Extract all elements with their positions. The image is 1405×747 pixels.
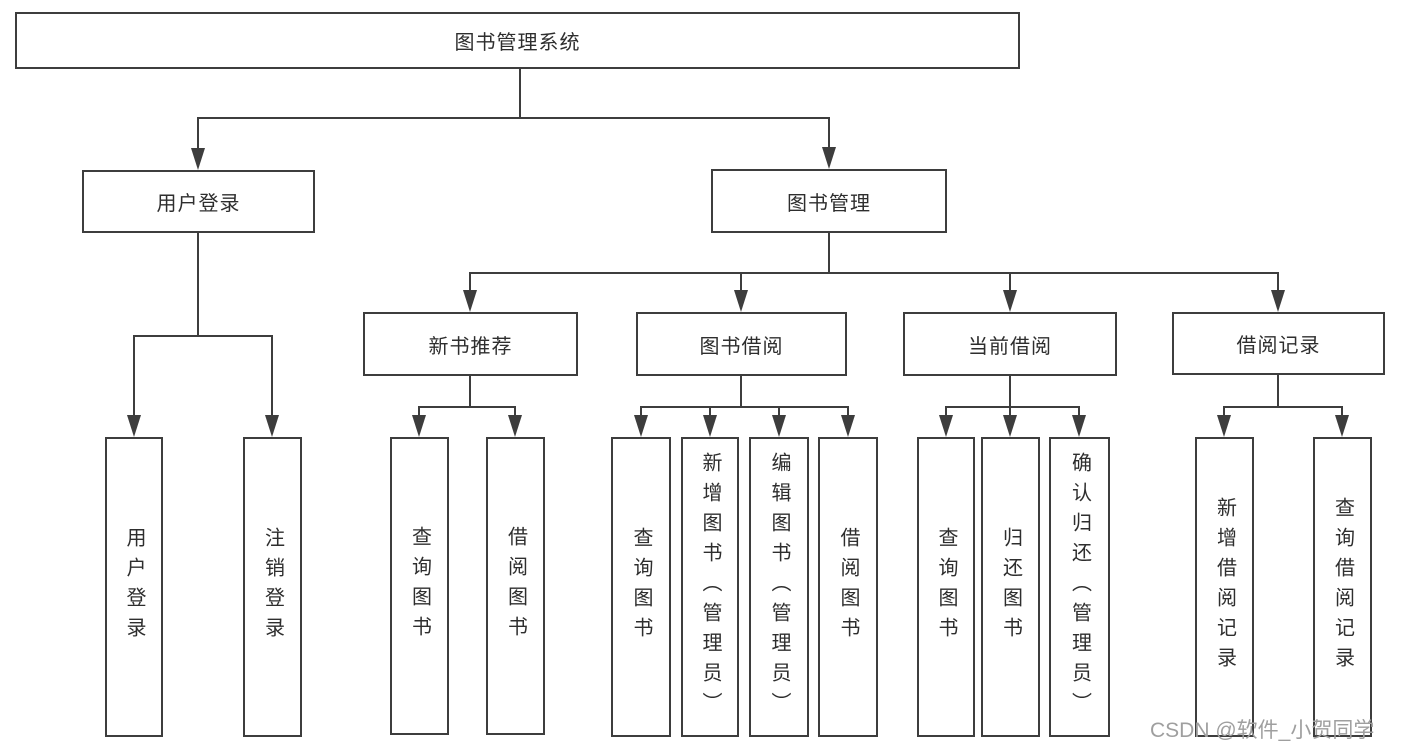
node-root-label: 图书管理系统 (454, 32, 581, 54)
connector-line (133, 335, 135, 417)
connector-line (469, 375, 471, 407)
connector-line (945, 406, 947, 417)
connector-line (740, 272, 742, 292)
leaf-user-login: 用户登录 (105, 437, 163, 737)
leaf-query-books-recommend: 查询图书 (390, 437, 449, 735)
arrowhead (1217, 415, 1231, 437)
arrowhead (634, 415, 648, 437)
node-book-borrow: 图书借阅 (636, 312, 847, 376)
arrowhead (772, 415, 786, 437)
watermark: CSDN @软件_小贺同学 (1150, 719, 1375, 742)
connector-line (847, 406, 849, 417)
leaf-query-books-current-label: 查询图书 (935, 527, 957, 647)
leaf-return-book: 归还图书 (981, 437, 1040, 737)
connector-line (945, 406, 1080, 408)
leaf-logout: 注销登录 (243, 437, 302, 737)
arrowhead (127, 415, 141, 437)
arrowhead (1271, 290, 1285, 312)
connector-line (709, 406, 711, 417)
arrowhead (463, 290, 477, 312)
arrowhead (703, 415, 717, 437)
leaf-query-books-recommend-label: 查询图书 (408, 526, 431, 646)
leaf-add-book-admin-label: 新增图书（管理员） (699, 452, 721, 722)
leaf-logout-label: 注销登录 (261, 527, 284, 647)
connector-line (197, 233, 199, 337)
node-book-management-label: 图书管理 (787, 192, 871, 215)
connector-line (1009, 272, 1011, 292)
leaf-edit-book-admin-label: 编辑图书（管理员） (768, 452, 790, 722)
connector-line (469, 272, 1279, 274)
connector-line (640, 406, 642, 417)
leaf-query-borrow-record-label: 查询借阅记录 (1331, 497, 1354, 677)
connector-line (1223, 406, 1343, 408)
connector-line (1277, 375, 1279, 407)
leaf-borrow-books-recommend: 借阅图书 (486, 437, 545, 735)
node-book-borrow-label: 图书借阅 (699, 335, 784, 358)
connector-line (519, 68, 521, 118)
connector-line (1078, 406, 1080, 417)
leaf-user-login-label: 用户登录 (123, 527, 145, 647)
connector-line (1341, 406, 1343, 417)
node-current-borrow-label: 当前借阅 (968, 335, 1052, 358)
connector-line (1277, 272, 1279, 292)
arrowhead (939, 415, 953, 437)
connector-line (197, 117, 830, 119)
arrowhead (191, 148, 205, 170)
node-root: 图书管理系统 (15, 12, 1020, 69)
connector-line (640, 406, 849, 408)
connector-line (514, 406, 516, 417)
node-borrow-records: 借阅记录 (1172, 312, 1385, 375)
arrowhead (1003, 290, 1017, 312)
connector-line (271, 335, 273, 417)
arrowhead (508, 415, 522, 437)
node-new-book-recommend-label: 新书推荐 (428, 335, 513, 358)
arrowhead (734, 290, 748, 312)
connector-line (1009, 406, 1011, 417)
arrowhead (1003, 415, 1017, 437)
leaf-borrow-books-recommend-label: 借阅图书 (504, 526, 527, 646)
arrowhead (1335, 415, 1349, 437)
arrowhead (412, 415, 426, 437)
connector-line (1223, 406, 1225, 417)
leaf-return-book-label: 归还图书 (999, 527, 1022, 647)
connector-line (828, 233, 830, 274)
leaf-confirm-return-admin-label: 确认归还（管理员） (1068, 452, 1091, 722)
node-borrow-records-label: 借阅记录 (1236, 335, 1321, 357)
leaf-query-books-current: 查询图书 (917, 437, 975, 737)
leaf-borrow-books-borrow-label: 借阅图书 (837, 527, 859, 647)
node-new-book-recommend: 新书推荐 (363, 312, 578, 376)
connector-line (778, 406, 780, 417)
leaf-query-books-borrow: 查询图书 (611, 437, 671, 737)
leaf-confirm-return-admin: 确认归还（管理员） (1049, 437, 1110, 737)
connector-line (133, 335, 273, 337)
leaf-add-borrow-record: 新增借阅记录 (1195, 437, 1254, 737)
leaf-edit-book-admin: 编辑图书（管理员） (749, 437, 809, 737)
leaf-add-book-admin: 新增图书（管理员） (681, 437, 739, 737)
leaf-borrow-books-borrow: 借阅图书 (818, 437, 878, 737)
leaf-query-borrow-record: 查询借阅记录 (1313, 437, 1372, 737)
arrowhead (841, 415, 855, 437)
connector-line (828, 117, 830, 149)
connector-line (418, 406, 516, 408)
node-user-login-label: 用户登录 (156, 193, 241, 215)
node-book-management: 图书管理 (711, 169, 947, 233)
node-current-borrow: 当前借阅 (903, 312, 1117, 376)
arrowhead (822, 147, 836, 169)
node-user-login: 用户登录 (82, 170, 315, 233)
leaf-add-borrow-record-label: 新增借阅记录 (1213, 497, 1236, 677)
connector-line (1009, 375, 1011, 407)
connector-line (418, 406, 420, 417)
connector-line (197, 117, 199, 150)
connector-line (469, 272, 471, 292)
arrowhead (265, 415, 279, 437)
connector-line (740, 375, 742, 407)
leaf-query-books-borrow-label: 查询图书 (630, 527, 652, 647)
arrowhead (1072, 415, 1086, 437)
